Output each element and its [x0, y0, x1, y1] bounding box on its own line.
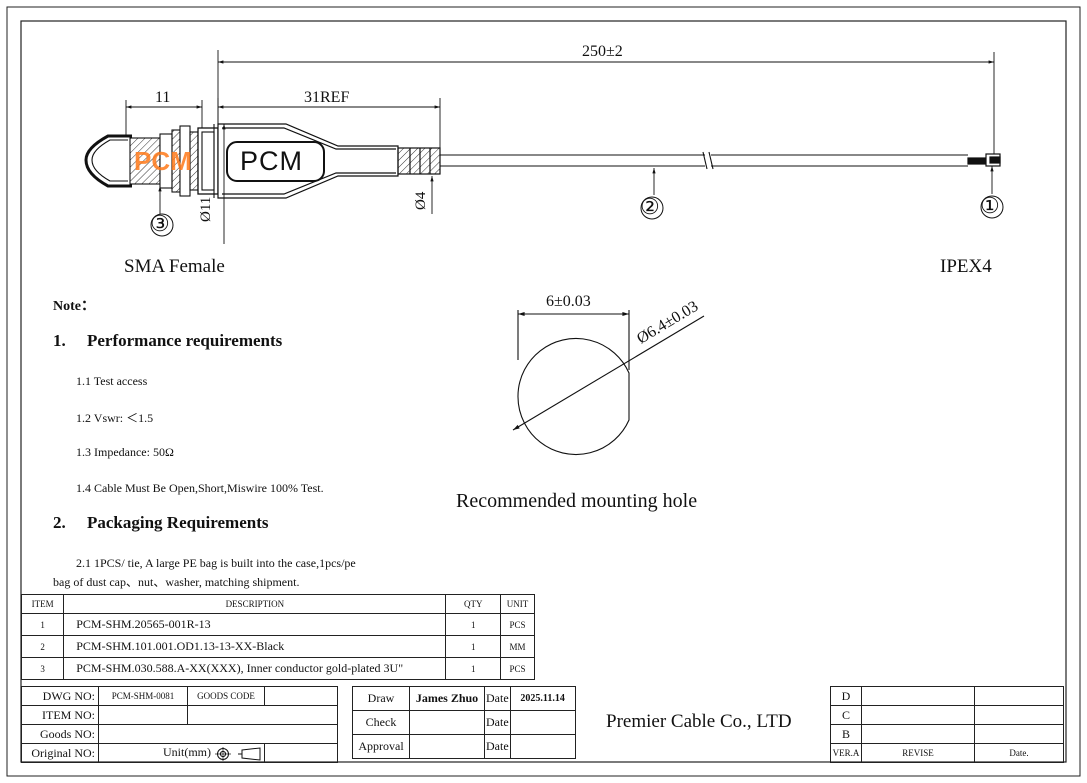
dwg-no-label: DWG NO: [21, 686, 99, 706]
rev-d-date [974, 686, 1064, 706]
rev-d-desc [861, 686, 975, 706]
section-packaging-title: 2. Packaging Requirements [53, 513, 269, 532]
dim-dia-4: Ø4 [413, 191, 429, 210]
bom-description: PCM-SHM.20565-001R-13 [63, 613, 447, 636]
table-row: 3 PCM-SHM.030.588.A-XX(XXX), Inner condu… [20, 657, 535, 680]
bom-header-item: ITEM [20, 594, 65, 614]
note-item: 1.3 Impedance: 50Ω [76, 445, 174, 459]
dim-dia-11: Ø11 [198, 196, 214, 222]
bom-item: 2 [20, 635, 65, 658]
goods-no-value [98, 724, 338, 744]
dim-boot-ref: 31REF [304, 89, 350, 106]
bom-description: PCM-SHM.101.001.OD1.13-13-XX-Black [63, 635, 447, 658]
packaging-text-line2: bag of dust cap、nut、washer, matching shi… [53, 575, 300, 589]
check-label: Check [352, 710, 410, 735]
sma-female-label: SMA Female [124, 256, 225, 277]
dimension-lines [125, 50, 995, 244]
outer-border [6, 6, 1081, 777]
bom-header-qty: QTY [445, 594, 501, 614]
bom-qty: 1 [445, 657, 501, 680]
hole-width-dim: 6±0.03 [546, 293, 591, 310]
bom-item: 1 [20, 613, 65, 636]
bom-unit: PCS [500, 613, 535, 636]
callout-1: ① [980, 193, 1000, 218]
table-row: 1 PCM-SHM.20565-001R-13 1 PCS [20, 613, 535, 636]
overmold-boot [217, 123, 441, 199]
inner-border [20, 20, 1067, 763]
ver-label: VER.A [830, 743, 862, 763]
bom-header-description: DESCRIPTION [63, 594, 447, 614]
approval-label: Approval [352, 734, 410, 759]
mounting-hole [512, 310, 705, 455]
dim-cap-length: 11 [155, 89, 171, 106]
note-item: 1.2 Vswr: ＜1.5 [76, 411, 154, 425]
goods-code-value [264, 686, 338, 706]
bom-unit: PCS [500, 657, 535, 680]
mounting-hole-caption: Recommended mounting hole [456, 490, 698, 512]
unit-label: Unit(mm) [163, 745, 211, 760]
unit-cell: Unit(mm) [98, 743, 265, 763]
original-no-label: Original NO: [21, 743, 99, 763]
bom-qty: 1 [445, 635, 501, 658]
goods-code-label: GOODS CODE [187, 686, 265, 706]
revision-block: D C B VER.A REVISE Date. [830, 686, 1064, 763]
bom-table: ITEM DESCRIPTION QTY UNIT 1 PCM-SHM.2056… [20, 594, 535, 680]
bom-qty: 1 [445, 613, 501, 636]
note-item: 1.1 Test access [76, 374, 148, 388]
rev-c: C [830, 705, 862, 725]
table-row: 2 PCM-SHM.101.001.OD1.13-13-XX-Black 1 M… [20, 635, 535, 658]
packaging-text-line1: 2.1 1PCS/ tie, A large PE bag is built i… [76, 556, 356, 570]
rev-c-date [974, 705, 1064, 725]
ipex4-label: IPEX4 [940, 256, 992, 277]
rev-b-date [974, 724, 1064, 744]
revise-label: REVISE [861, 743, 975, 763]
approval-date [509, 734, 576, 759]
rev-c-desc [861, 705, 975, 725]
date-label: Date [484, 710, 511, 735]
rev-date-label: Date. [974, 743, 1064, 763]
draw-name: James Zhuo [409, 686, 485, 711]
item-no-spare [187, 705, 338, 725]
sma-female-connector [84, 124, 219, 198]
check-date [509, 710, 576, 735]
signature-block: Draw James Zhuo Date 2025.11.14 Check Da… [352, 686, 576, 759]
dim-total-length: 250±2 [582, 43, 623, 60]
original-no-spare [264, 743, 338, 763]
projection-symbol-icon [215, 746, 261, 761]
pcm-watermark: PCM [134, 146, 192, 176]
section-performance-title: 1. Performance requirements [53, 331, 283, 350]
company-name: Premier Cable Co., LTD [606, 711, 792, 732]
item-no-label: ITEM NO: [21, 705, 99, 725]
date-label: Date [484, 686, 511, 711]
note-title: Note： [53, 299, 95, 314]
draw-label: Draw [352, 686, 410, 711]
bom-description: PCM-SHM.030.588.A-XX(XXX), Inner conduct… [63, 657, 447, 680]
date-label: Date [484, 734, 511, 759]
bom-header-unit: UNIT [500, 594, 535, 614]
approval-name [409, 734, 485, 759]
callout-3: ③ [150, 211, 170, 236]
callout-2: ② [640, 194, 660, 219]
cable [440, 151, 968, 170]
rev-b: B [830, 724, 862, 744]
title-block-left: DWG NO: PCM-SHM-0081 GOODS CODE ITEM NO:… [21, 686, 338, 763]
note-item: 1.4 Cable Must Be Open,Short,Miswire 100… [76, 481, 324, 495]
draw-date: 2025.11.14 [509, 686, 576, 711]
callout-circles [150, 195, 1004, 237]
rev-d: D [830, 686, 862, 706]
ipex4-connector [967, 153, 1001, 167]
rev-b-desc [861, 724, 975, 744]
check-name [409, 710, 485, 735]
goods-no-label: Goods NO: [21, 724, 99, 744]
bom-item: 3 [20, 657, 65, 680]
bom-header-row: ITEM DESCRIPTION QTY UNIT [20, 594, 535, 614]
pcm-overmold-logo: PCM [240, 146, 303, 176]
item-no-value [98, 705, 188, 725]
bom-unit: MM [500, 635, 535, 658]
dwg-no-value: PCM-SHM-0081 [98, 686, 188, 706]
